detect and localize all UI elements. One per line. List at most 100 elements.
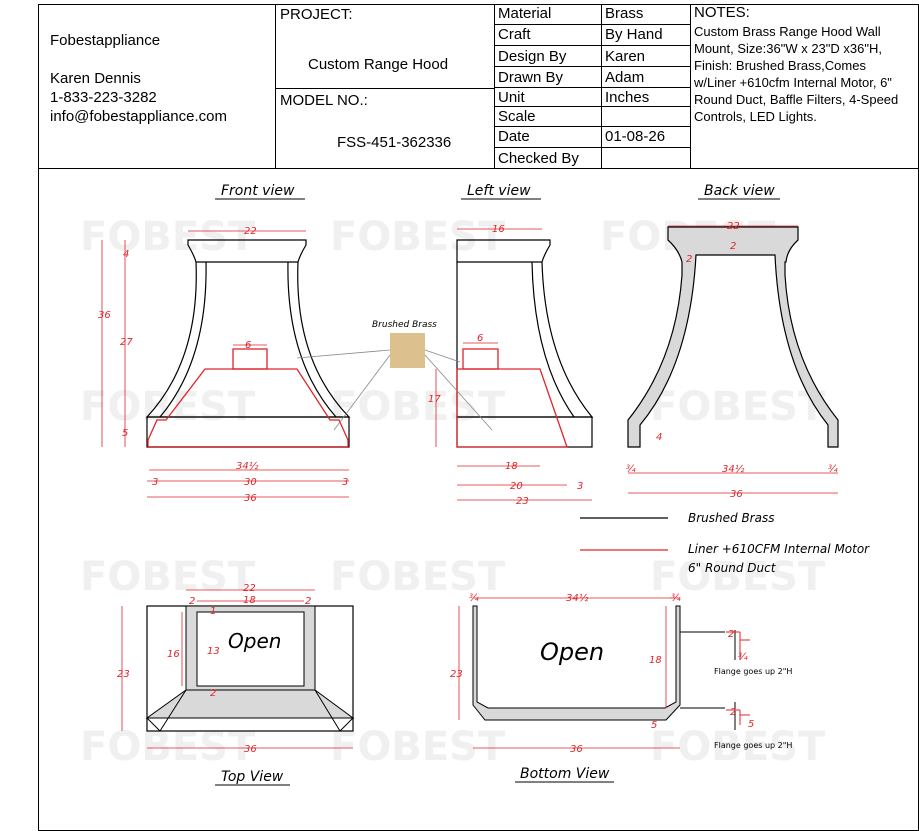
- project-value: Custom Range Hood: [308, 56, 449, 73]
- spec-label-drawn-by: Drawn By: [498, 69, 564, 86]
- watermark: FOBEST: [650, 724, 826, 770]
- legend-sublabel-liner: 6" Round Duct: [688, 561, 777, 575]
- top-view-title: Top View: [221, 769, 284, 785]
- model-label: MODEL NO.:: [280, 92, 368, 109]
- watermark: FOBEST: [330, 724, 506, 770]
- front-view-title: Front view: [221, 183, 295, 199]
- spec-value-drawn-by: Adam: [605, 69, 645, 86]
- dim-bottom-inner-depth: 18: [649, 655, 662, 666]
- dim-front-lower: 5: [122, 428, 128, 439]
- watermark: FOBEST: [650, 554, 826, 600]
- watermark: FOBEST: [330, 214, 506, 260]
- left-view-title: Left view: [467, 183, 531, 199]
- spec-value-unit: Inches: [605, 89, 650, 106]
- left-liner: [456, 368, 568, 448]
- left-view: [456, 239, 594, 448]
- top-open-label: Open: [228, 629, 281, 653]
- bottom-shell: [472, 605, 681, 721]
- left-crown-molding: [456, 239, 551, 263]
- dim-back-left-edge: ¾: [626, 464, 636, 475]
- dim-left-middle: 20: [510, 481, 523, 492]
- spec-label-checked-by: Checked By: [498, 150, 579, 167]
- back-view: [627, 226, 839, 448]
- contact-name: Karen Dennis: [50, 70, 141, 87]
- dim-bottom-front-lip: 5: [651, 720, 657, 731]
- watermark: FOBEST: [330, 384, 506, 430]
- legend: Brushed Brass Liner +610CFM Internal Mot…: [580, 511, 870, 575]
- view-title-underlines: [215, 198, 780, 786]
- dim-bottom-left-edge: ¾: [469, 593, 479, 604]
- top-shell-rear: [145, 689, 355, 719]
- dim-back-inner: 34½: [722, 463, 745, 475]
- front-duct: [232, 348, 268, 370]
- model-value: FSS-451-362336: [337, 134, 452, 151]
- dim-top-width: 36: [244, 744, 257, 755]
- legend-label-brass: Brushed Brass: [688, 511, 774, 525]
- dim-flange-1-a: 2: [728, 629, 734, 640]
- dim-back-bottom: 36: [730, 489, 743, 500]
- dim-bottom-right-edge: ¾: [671, 593, 681, 604]
- front-body-shade-right: [287, 261, 337, 418]
- dim-back-flange: 4: [656, 432, 662, 443]
- dim-back-right-edge: ¾: [828, 464, 838, 475]
- dim-flange-2-a: 2: [730, 707, 736, 718]
- company-name: Fobestappliance: [50, 32, 161, 49]
- flange-note-2: Flange goes up 2"H: [714, 741, 792, 750]
- spec-label-date: Date: [498, 128, 530, 145]
- front-liner: [147, 368, 349, 448]
- dim-left-height: 17: [428, 394, 441, 405]
- watermark: FOBEST: [650, 384, 826, 430]
- dim-flange-1-b: ¾: [738, 652, 748, 663]
- dim-top-depth-total: 23: [117, 669, 130, 680]
- left-body-shade: [531, 261, 575, 418]
- dim-top-front-edge: 1: [210, 606, 216, 617]
- dim-top-depth-inner: 13: [207, 646, 220, 657]
- dim-back-thickness-side: 2: [686, 254, 692, 265]
- dim-left-top: 16: [492, 224, 505, 235]
- spec-label-craft: Craft: [498, 26, 531, 43]
- watermark: FOBEST: [80, 554, 256, 600]
- front-view: [145, 239, 351, 448]
- bottom-view: Open: [472, 605, 681, 721]
- project-label: PROJECT:: [280, 6, 353, 23]
- dim-top-rear-edge: 2: [210, 688, 216, 699]
- spec-value-craft: By Hand: [605, 26, 663, 43]
- dim-bottom-inner: 34½: [566, 592, 589, 604]
- watermark: FOBEST: [330, 554, 506, 600]
- spec-label-unit: Unit: [498, 89, 525, 106]
- dim-top-left-edge: 2: [189, 596, 195, 607]
- bottom-open-label: Open: [540, 638, 604, 666]
- dim-back-top: 22: [727, 221, 740, 232]
- watermark: FOBEST: [80, 214, 256, 260]
- spec-label-design-by: Design By: [498, 48, 567, 65]
- left-duct: [462, 348, 499, 370]
- dim-left-duct: 6: [477, 333, 483, 344]
- dim-front-bottom: 36: [244, 493, 257, 504]
- dimension-labels: 22 36 4 27 5 6 34½ 3 30 3 36 16 6 17 18 …: [98, 221, 838, 755]
- dim-front-middle: 27: [120, 337, 133, 348]
- brass-swatch-callout: Brushed Brass: [296, 320, 493, 431]
- spec-label-material: Material: [498, 5, 552, 22]
- dim-front-upper: 4: [123, 249, 129, 260]
- dim-front-inner: 34½: [236, 460, 259, 472]
- dim-front-center: 30: [244, 477, 257, 488]
- watermark: FOBEST: [80, 724, 256, 770]
- front-body-shade-left: [159, 261, 207, 418]
- contact-phone: 1-833-223-3282: [50, 89, 157, 106]
- spec-label-scale: Scale: [498, 108, 536, 125]
- contact-email: info@fobestappliance.com: [50, 108, 227, 125]
- dim-flange-2-b: 5: [748, 719, 754, 730]
- spec-value-material: Brass: [605, 5, 644, 22]
- back-view-title: Back view: [704, 183, 775, 199]
- dim-left-inner: 18: [505, 461, 518, 472]
- view-titles: Front view Left view Back view Top View …: [221, 183, 775, 785]
- dim-bottom-width: 36: [570, 744, 583, 755]
- dim-top-overall: 22: [243, 583, 256, 594]
- notes-text: Custom Brass Range Hood Wall Mount, Size…: [694, 24, 899, 124]
- back-shell: [627, 226, 839, 448]
- dim-front-outer-right: 3: [342, 477, 348, 488]
- legend-label-liner: Liner +610CFM Internal Motor: [688, 542, 870, 556]
- dim-front-outer-left: 3: [152, 477, 158, 488]
- dim-left-right-offset: 3: [577, 481, 583, 492]
